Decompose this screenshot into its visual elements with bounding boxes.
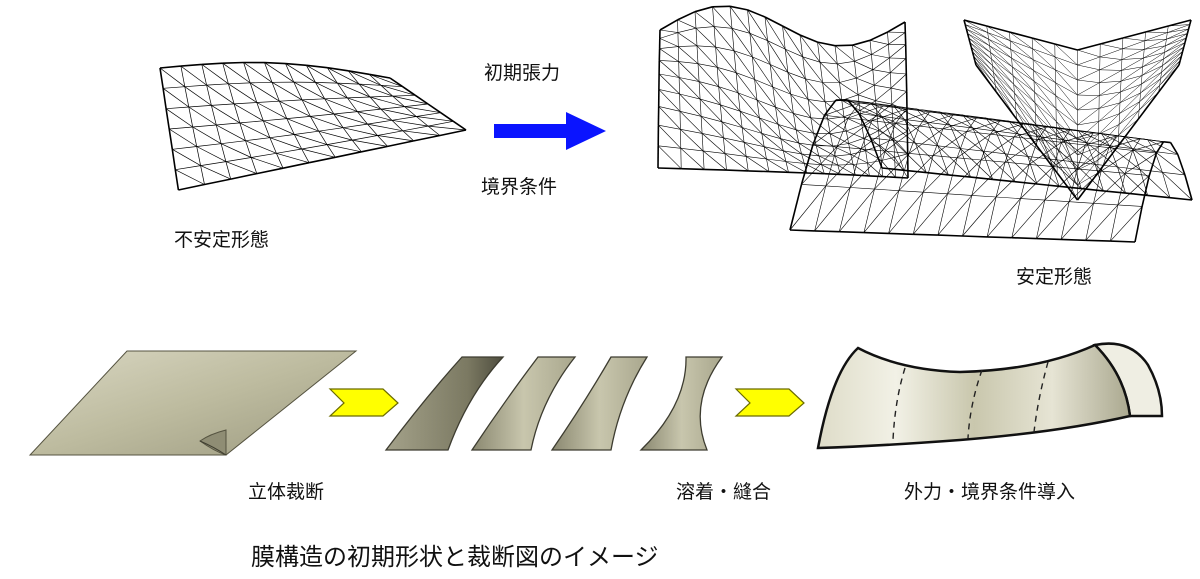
label-stable: 安定形態 [1016, 266, 1092, 288]
label-external: 外力・境界条件導入 [904, 481, 1075, 503]
stable-mesh-wave [658, 6, 908, 178]
chevron-arrow-right-icon [330, 389, 398, 416]
label-unstable: 不安定形態 [174, 229, 269, 251]
stable-mesh-vault [790, 100, 1192, 242]
label-initial-tension: 初期張力 [484, 62, 560, 84]
cut-strips [386, 357, 722, 450]
stable-mesh-saddle [964, 20, 1191, 200]
arrow-right-icon [494, 112, 606, 150]
label-boundary: 境界条件 [481, 176, 557, 198]
caption: 膜構造の初期形状と裁断図のイメージ [251, 543, 659, 571]
finished-membrane [818, 344, 1162, 448]
label-cutting: 立体裁断 [248, 481, 324, 503]
membrane-sheet [30, 351, 356, 455]
unstable-mesh [160, 63, 466, 191]
chevron-arrow-right-icon [736, 389, 804, 416]
label-welding: 溶着・縫合 [676, 481, 771, 503]
